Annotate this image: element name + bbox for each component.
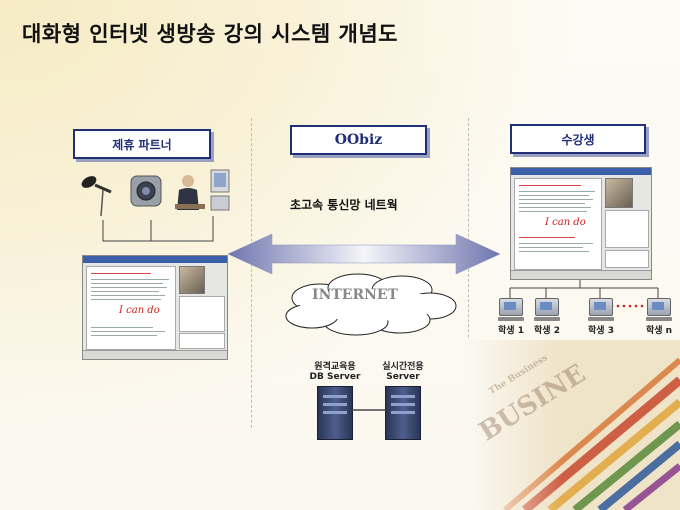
partner-screen: I can do — [82, 255, 228, 360]
computer-icon — [535, 298, 559, 316]
divider-left — [251, 118, 252, 428]
student-3: 학생 3 — [585, 298, 617, 336]
server-db-line2: DB Server — [309, 372, 361, 382]
monitor-icon — [210, 169, 230, 211]
db-server-icon — [317, 386, 353, 440]
server-rt-line2: Server — [386, 372, 420, 382]
scribble-text-student: I can do — [545, 217, 586, 228]
video-thumbnail-student — [605, 178, 633, 208]
scribble-text: I can do — [119, 305, 160, 316]
label-partner-text: 제휴 파트너 — [112, 137, 172, 152]
student-1-label: 학생 1 — [498, 326, 524, 336]
label-biz-text: OObiz — [334, 132, 383, 148]
label-student-text: 수강생 — [561, 132, 595, 147]
student-n: 학생 n — [643, 298, 675, 336]
student-2-label: 학생 2 — [534, 326, 560, 336]
internet-label: INTERNET — [312, 287, 398, 303]
computer-icon — [499, 298, 523, 316]
server-rt-line1: 실시간전용 — [382, 362, 424, 372]
pencils-decoration — [465, 340, 680, 510]
label-biz: OObiz — [290, 125, 427, 155]
computer-icon — [647, 298, 671, 316]
video-thumbnail — [179, 266, 205, 294]
realtime-server-icon — [385, 386, 421, 440]
student-1: 학생 1 — [495, 298, 527, 336]
server-label-rt: 실시간전용 Server — [368, 362, 438, 382]
server-label-db: 원격교육용 DB Server — [300, 362, 370, 382]
student-2: 학생 2 — [531, 298, 563, 336]
camera-icon — [130, 175, 162, 207]
page-title: 대화형 인터넷 생방송 강의 시스템 개념도 — [22, 22, 398, 46]
network-label: 초고속 통신망 네트웍 — [290, 198, 398, 212]
server-db-line1: 원격교육용 — [314, 362, 356, 372]
server-link — [352, 409, 386, 411]
presenter-icon — [175, 175, 205, 210]
decorative-corner: BUSINE The Business — [465, 340, 680, 510]
student-n-label: 학생 n — [645, 326, 673, 336]
double-arrow — [228, 233, 500, 275]
divider-right — [468, 118, 469, 428]
label-partner: 제휴 파트너 — [73, 129, 211, 159]
internet-cloud — [285, 273, 457, 336]
label-student: 수강생 — [510, 124, 646, 154]
student-screen: I can do — [510, 167, 652, 280]
partner-devices — [81, 169, 230, 242]
student-3-label: 학생 3 — [588, 326, 614, 336]
microphone-icon — [81, 176, 112, 217]
computer-icon — [589, 298, 613, 316]
